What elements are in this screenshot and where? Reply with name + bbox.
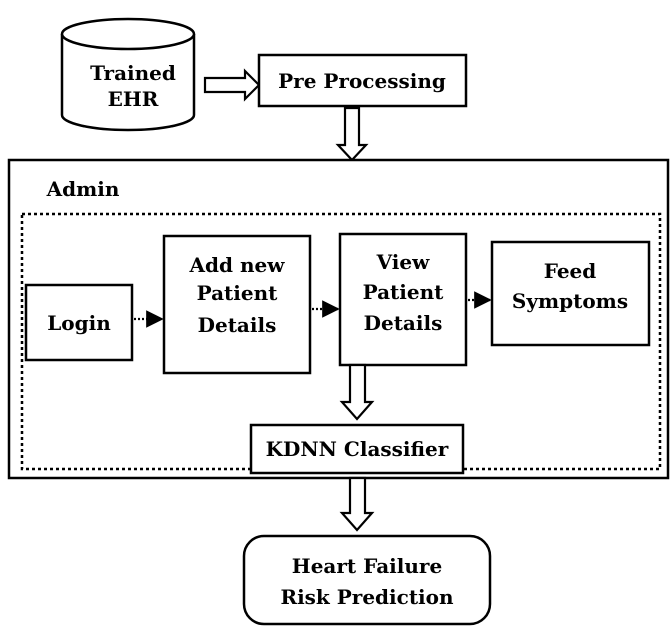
view-patient-line3: Details [364,311,443,335]
view-patient-line2: Patient [363,280,445,304]
prediction-line1: Heart Failure [292,554,442,578]
prediction-line2: Risk Prediction [280,585,454,609]
add-patient-line3: Details [198,313,277,337]
admin-title: Admin [46,177,120,201]
feed-symptoms-line1: Feed [544,259,597,283]
classifier-label: KDNN Classifier [266,437,449,461]
classifier-box: KDNN Classifier [249,423,465,475]
preprocessing-box: Pre Processing [257,53,468,108]
prediction-box: Heart Failure Risk Prediction [242,534,492,626]
feed-symptoms-box: Feed Symptoms [490,240,651,347]
preprocessing-label: Pre Processing [278,69,446,93]
arrow-classifier-to-prediction [339,476,375,532]
database-label-line1: Trained [90,61,176,85]
ehr-database: Trained EHR [60,17,196,132]
add-patient-line2: Patient [197,281,279,305]
login-label: Login [47,311,111,335]
login-box: Login [24,283,134,362]
arrow-admin-to-classifier [339,363,375,421]
add-patient-box: Add new Patient Details [162,234,312,375]
database-label-line2: EHR [108,87,159,111]
view-patient-line1: View [376,250,430,274]
feed-symptoms-line2: Symptoms [512,289,628,313]
arrow-preprocessing-to-admin [335,106,369,162]
arrow-db-to-preprocessing [203,68,261,102]
view-patient-box: View Patient Details [338,232,468,367]
add-patient-line1: Add new [189,253,286,277]
